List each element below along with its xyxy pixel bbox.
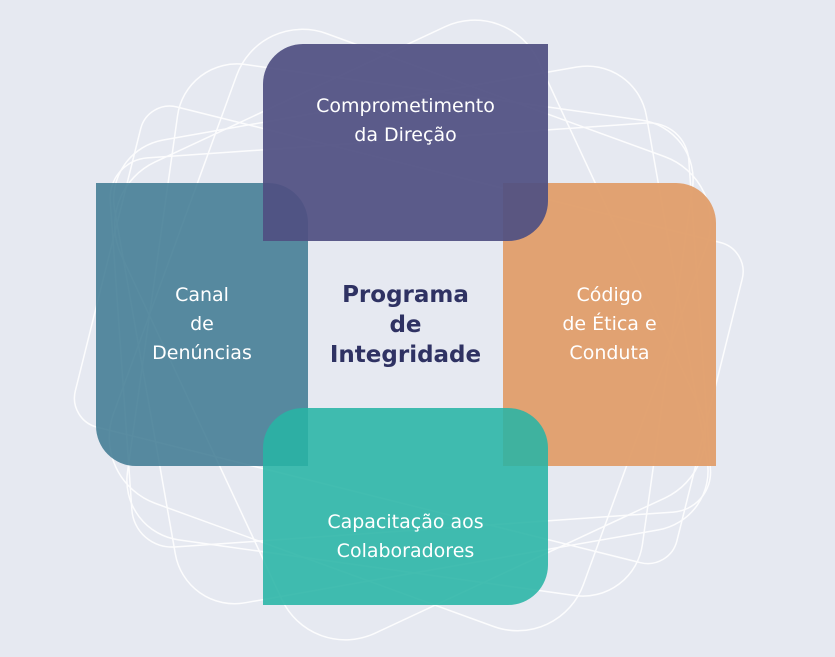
pillar-comprometimento-da-direcao: Comprometimento da Direção — [263, 44, 548, 241]
pillar-codigo-de-etica: Código de Ética e Conduta — [503, 183, 716, 466]
pillar-label: Canal de Denúncias — [152, 284, 252, 364]
center-title-text: Programa de Integridade — [329, 281, 482, 368]
pillar-capacitacao: Capacitação aos Colaboradores — [263, 408, 548, 605]
pillar-label: Comprometimento da Direção — [316, 95, 495, 146]
pillar-label: Código de Ética e Conduta — [562, 284, 657, 364]
pillar-label: Capacitação aos Colaboradores — [327, 511, 484, 562]
center-title: Programa de Integridade — [308, 241, 503, 408]
